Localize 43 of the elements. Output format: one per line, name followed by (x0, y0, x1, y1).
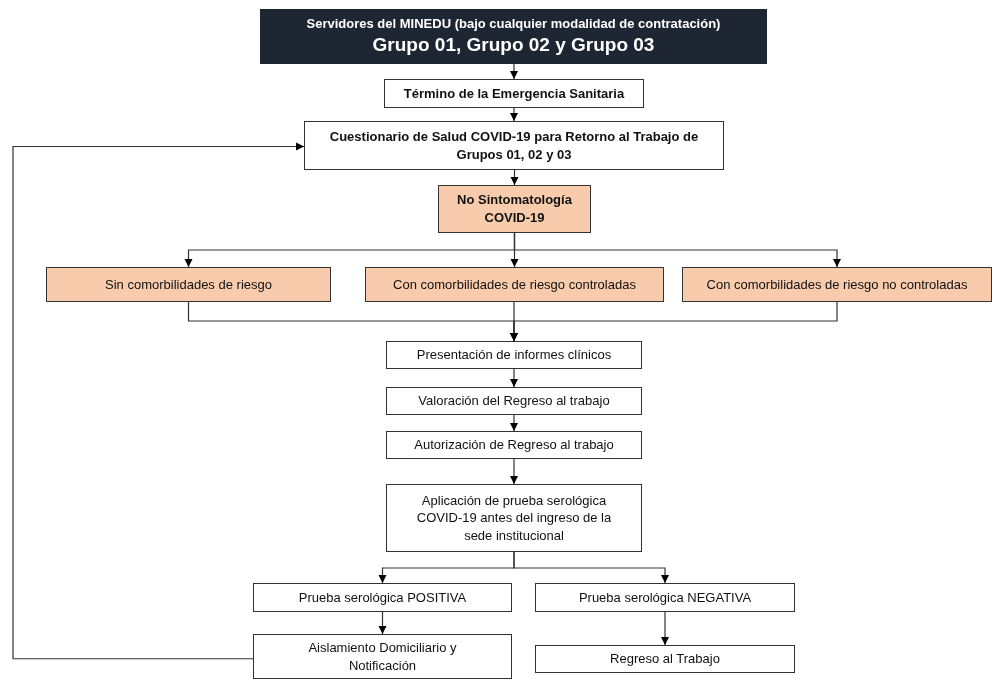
arrow (509, 458, 519, 485)
process-box (535, 645, 795, 673)
box-text: Aplicación de prueba serológica COVID-19 antes del ingreso de la sede institucional (415, 491, 613, 545)
condition-box (438, 185, 591, 233)
box-text: Prueba serológica NEGATIVA (578, 588, 752, 607)
process-box (386, 387, 642, 415)
process-box (253, 583, 512, 612)
condition-box (682, 267, 992, 302)
box-text: Cuestionario de Salud COVID-19 para Retorno al Trabajo de Grupos 01, 02 y 03 (328, 127, 700, 164)
box-text: Con comorbilidades de riesgo controladas (393, 275, 636, 294)
arrow (660, 611, 670, 646)
box-text: Presentación de informes clínicos (416, 346, 612, 364)
process-box (384, 79, 644, 108)
process-box (304, 121, 724, 170)
arrow (509, 63, 519, 80)
box-text: Sin comorbilidades de riesgo (105, 275, 272, 294)
process-box (535, 583, 795, 612)
header-box (260, 9, 767, 64)
box-text: Autorización de Regreso al trabajo (414, 436, 614, 454)
arrow (12, 142, 305, 660)
box-text: Con comorbilidades de riesgo no controladas (706, 275, 968, 294)
condition-box (365, 267, 664, 302)
box-text: Término de la Emergencia Sanitaria (403, 84, 625, 103)
process-box (253, 634, 512, 679)
arrow (378, 611, 387, 635)
box-text: Prueba serológica POSITIVA (298, 588, 467, 607)
arrow (513, 232, 842, 268)
arrow (509, 107, 519, 122)
header-subtitle: Servidores del MINEDU (bajo cualquier modalidad de contratación) (306, 14, 721, 33)
arrow (510, 169, 519, 186)
arrow (509, 368, 519, 388)
process-box (386, 431, 642, 459)
arrow (513, 551, 670, 584)
process-box (386, 484, 642, 552)
header-title: Grupo 01, Grupo 02 y Grupo 03 (372, 33, 655, 58)
box-text: No Sintomatología COVID-19 (456, 191, 573, 227)
arrow (509, 414, 519, 432)
condition-box (46, 267, 331, 302)
arrow (509, 301, 838, 342)
process-box (386, 341, 642, 369)
box-text: Aislamiento Domiciliario y Notificación (307, 638, 458, 675)
box-text: Regreso al Trabajo (610, 650, 720, 668)
box-text: Valoración del Regreso al trabajo (418, 392, 610, 410)
